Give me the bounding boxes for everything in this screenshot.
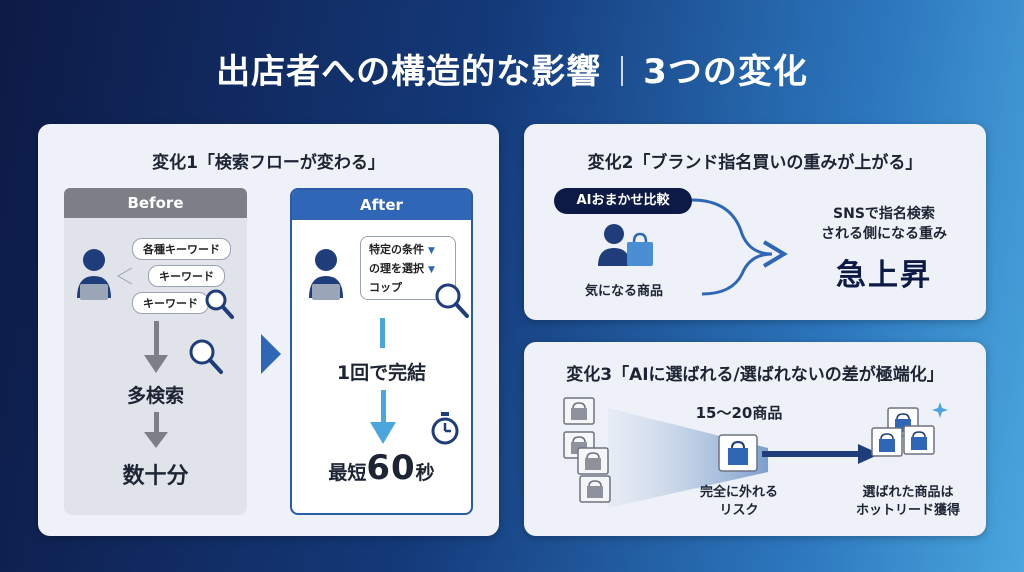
after-time: 最短60秒 bbox=[292, 448, 471, 488]
keyword-bubble: キーワード bbox=[132, 292, 209, 314]
title-divider bbox=[621, 56, 624, 86]
user-icon bbox=[77, 249, 111, 300]
dropdown-icon: ▼ bbox=[428, 246, 435, 256]
before-column: Before 各種キーワード キーワード キーワード 多検索 bbox=[64, 188, 247, 515]
title-sub: 3つの変化 bbox=[643, 52, 808, 92]
change3-heading: 変化3「AIに選ばれる/選ばれないの差が極端化」 bbox=[566, 365, 944, 385]
change2-card: 変化2「ブランド指名買いの重みが上がる」 AIおまかせ比較 気になる商品 SNS… bbox=[524, 124, 986, 320]
after-column: After 特定の条件▼ の理を選択▼ コップ 1回で完結 bbox=[290, 188, 473, 515]
down-arrow-icon bbox=[370, 390, 396, 444]
selected-products-icon bbox=[871, 402, 948, 457]
right-arrow-icon bbox=[261, 334, 281, 374]
after-header: After bbox=[292, 190, 471, 220]
sns-line1: SNSで指名検索 bbox=[833, 206, 935, 222]
merge-arrow-icon bbox=[691, 198, 788, 296]
title-main: 出店者への構造的な影響 bbox=[216, 52, 602, 92]
shopping-bag-icon bbox=[718, 434, 758, 472]
shopping-bag-icon bbox=[627, 232, 653, 266]
user-icon bbox=[598, 224, 630, 266]
page-title: 出店者への構造的な影響 3つの変化 bbox=[0, 44, 1024, 93]
time-unit: 秒 bbox=[415, 462, 435, 484]
product-label: 気になる商品 bbox=[584, 284, 663, 299]
product-stack-icon bbox=[563, 397, 611, 503]
selected-lead-text: 選ばれた商品は ホットリード獲得 bbox=[838, 484, 978, 520]
funnel-graphic bbox=[608, 408, 768, 508]
search-icon bbox=[435, 283, 469, 318]
change1-card: 変化1「検索フローが変わる」 Before 各種キーワード キーワード キーワー… bbox=[38, 124, 499, 536]
down-arrow-icon bbox=[144, 321, 168, 373]
condition-line: コップ bbox=[369, 281, 402, 294]
before-header: Before bbox=[64, 188, 247, 218]
change2-heading: 変化2「ブランド指名買いの重みが上がる」 bbox=[587, 153, 923, 173]
sns-weight-text: SNSで指名検索 される側になる重み bbox=[794, 204, 974, 244]
selected-line1: 選ばれた商品は bbox=[862, 485, 954, 500]
user-icon bbox=[309, 249, 343, 300]
excluded-line1: 完全に外れる bbox=[699, 485, 778, 500]
excluded-line2: リスク bbox=[719, 503, 759, 518]
flow-line bbox=[380, 318, 385, 348]
time-value: 60 bbox=[366, 448, 416, 488]
sns-line2: される側になる重み bbox=[821, 226, 947, 242]
keyword-bubble: キーワード bbox=[148, 265, 225, 287]
keyword-bubble: 各種キーワード bbox=[132, 238, 231, 260]
condition-line: 特定の条件▼ bbox=[369, 243, 435, 256]
product-count: 15〜20商品 bbox=[695, 404, 783, 422]
speech-pointer-icon bbox=[116, 267, 133, 285]
selected-line2: ホットリード獲得 bbox=[855, 503, 960, 518]
after-result: 1回で完結 bbox=[336, 362, 427, 384]
time-prefix: 最短 bbox=[328, 462, 367, 484]
dropdown-icon: ▼ bbox=[428, 265, 435, 275]
change3-card: 変化3「AIに選ばれる/選ばれないの差が極端化」 bbox=[524, 342, 986, 536]
rise-text: 急上昇 bbox=[836, 258, 932, 293]
condition-line: の理を選択▼ bbox=[369, 262, 435, 275]
down-arrow-icon bbox=[144, 412, 168, 448]
stopwatch-icon bbox=[431, 412, 459, 445]
ai-compare-badge: AIおまかせ比較 bbox=[554, 188, 692, 214]
before-step2: 数十分 bbox=[122, 464, 189, 489]
before-step1: 多検索 bbox=[126, 385, 184, 407]
search-icon bbox=[205, 289, 234, 319]
right-arrow-icon bbox=[762, 444, 880, 464]
excluded-risk-text: 完全に外れる リスク bbox=[684, 484, 794, 520]
search-icon bbox=[189, 339, 223, 374]
change1-heading: 変化1「検索フローが変わる」 bbox=[152, 153, 385, 173]
